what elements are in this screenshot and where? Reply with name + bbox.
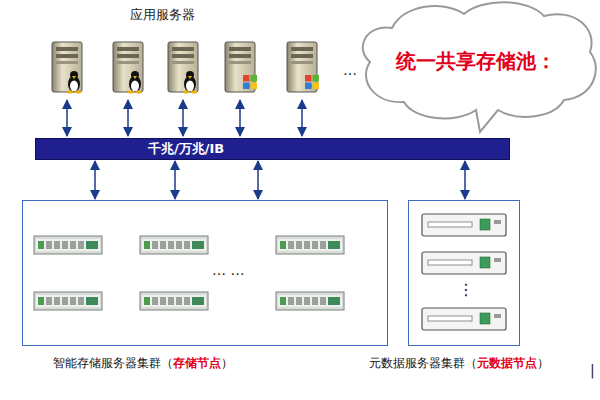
ellipsis-mark: … … xyxy=(212,262,244,278)
ellipsis-mark: ⋮ xyxy=(458,280,474,299)
network-label: 千兆/万兆/IB xyxy=(148,140,224,158)
callout-text: 统一共享存储池： xyxy=(396,48,556,75)
double-arrow xyxy=(257,161,259,199)
network-bar: 千兆/万兆/IB xyxy=(35,138,510,160)
double-arrow xyxy=(464,161,466,199)
cluster-caption: 元数据服务器集群（元数据节点） xyxy=(369,355,549,372)
double-arrow xyxy=(174,161,176,199)
storage-cluster: 智能存储服务器集群（存储节点） xyxy=(22,200,388,346)
caption-text: ） xyxy=(221,356,233,370)
caption-text: ） xyxy=(537,356,549,370)
group-label: 应用服务器 xyxy=(130,6,195,24)
ellipsis-mark: … xyxy=(343,62,357,78)
cluster-caption: 智能存储服务器集群（存储节点） xyxy=(53,355,233,372)
caption-text: 元数据服务器集群（ xyxy=(369,356,477,370)
speech-bubble: 统一共享存储池： xyxy=(352,0,600,135)
caption-highlight: 存储节点 xyxy=(173,356,221,370)
caption-highlight: 元数据节点 xyxy=(477,356,537,370)
metadata-cluster: 元数据服务器集群（元数据节点） xyxy=(408,200,520,346)
caption-text: 智能存储服务器集群（ xyxy=(53,356,173,370)
ellipsis-mark: | xyxy=(590,362,595,378)
double-arrow xyxy=(94,161,96,199)
